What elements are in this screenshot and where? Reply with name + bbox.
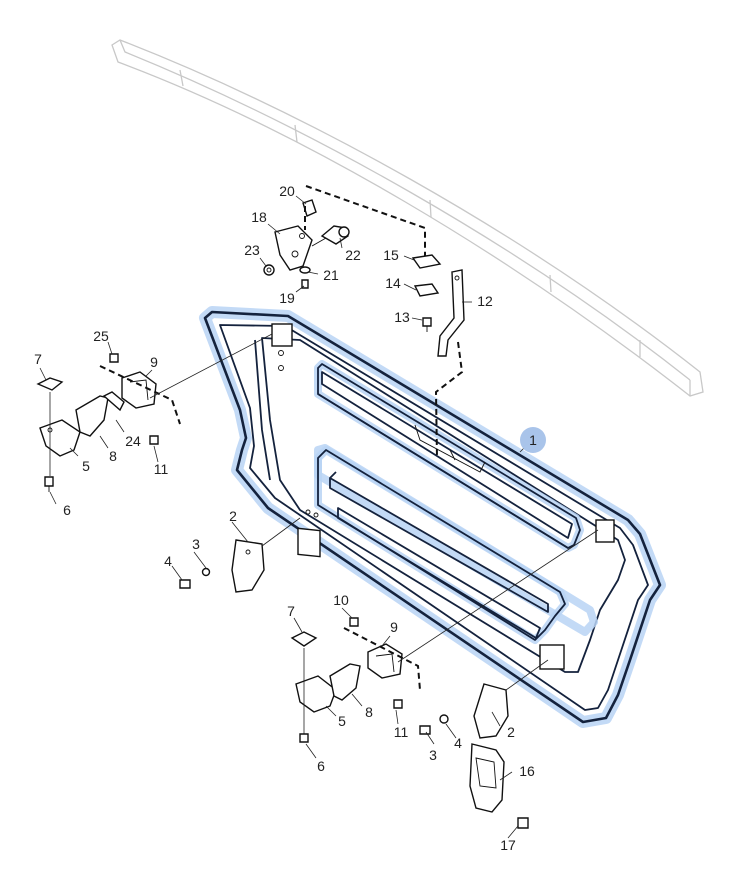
callout-19: 19	[279, 290, 295, 306]
washer-4-right[interactable]	[439, 714, 449, 724]
callout-7-lower: 7	[287, 603, 295, 619]
screw-13[interactable]	[422, 317, 432, 332]
door-panel[interactable]	[199, 306, 666, 728]
callout-14: 14	[385, 275, 401, 291]
callout-20: 20	[279, 183, 295, 199]
screw-4-left[interactable]	[179, 579, 191, 589]
callout-6-upper: 6	[63, 502, 71, 518]
hinge-pin-24-upper[interactable]	[102, 391, 125, 412]
callout-1: 1	[529, 432, 537, 448]
hinge-plate-7-upper[interactable]	[36, 377, 64, 391]
callout-15: 15	[383, 247, 399, 263]
screw-11-upper[interactable]	[149, 435, 159, 445]
dash-line-upper	[305, 185, 426, 258]
callout-24: 24	[125, 433, 141, 449]
screw-17[interactable]	[517, 817, 529, 829]
screw-11-lower[interactable]	[393, 699, 403, 709]
door-mount-pad-left	[297, 527, 321, 558]
callout-11-lower: 11	[394, 724, 409, 740]
callout-3-right: 3	[429, 747, 437, 763]
callout-5-upper: 5	[82, 458, 90, 474]
screw-25[interactable]	[109, 353, 119, 363]
callout-17: 17	[500, 837, 516, 853]
nut-23[interactable]	[263, 264, 275, 276]
callout-9-lower: 9	[390, 619, 398, 635]
washer-3-left[interactable]	[201, 567, 211, 577]
hinge-body-9-upper[interactable]	[121, 371, 157, 409]
door-hinge-pad-right	[595, 519, 615, 543]
latch-bracket-16[interactable]	[469, 743, 505, 813]
callout-25: 25	[93, 328, 109, 344]
bolt-6-upper[interactable]	[44, 476, 54, 492]
striker-22[interactable]	[311, 225, 350, 247]
leader-lines	[39, 195, 531, 839]
hinge-bracket-5-upper[interactable]	[39, 419, 81, 457]
callout-8-upper: 8	[109, 448, 117, 464]
hinge-body-9-lower[interactable]	[367, 643, 403, 679]
callout-4-left: 4	[164, 553, 172, 569]
hinge-bracket-5-lower[interactable]	[295, 675, 337, 713]
bracket-15[interactable]	[411, 254, 442, 269]
callout-11-upper: 11	[154, 461, 169, 477]
callout-18: 18	[251, 209, 267, 225]
callout-8-lower: 8	[365, 704, 373, 720]
callout-5-lower: 5	[338, 713, 346, 729]
callout-3-left: 3	[192, 536, 200, 552]
callout-4-right: 4	[454, 735, 462, 751]
callout-16: 16	[519, 763, 535, 779]
mount-bracket-2-right[interactable]	[473, 683, 509, 739]
hinge-arm-8-lower[interactable]	[329, 663, 361, 701]
callout-12: 12	[477, 293, 493, 309]
callout-badge-1	[520, 427, 546, 453]
callout-7-upper: 7	[34, 351, 42, 367]
dash-line-hinge-lower	[343, 627, 421, 691]
mount-bracket-2-left[interactable]	[231, 539, 265, 593]
upper-bracket-18[interactable]	[274, 225, 313, 271]
callout-10: 10	[333, 592, 349, 608]
washer-21[interactable]	[299, 266, 311, 274]
callout-23: 23	[244, 242, 260, 258]
callout-21: 21	[323, 267, 339, 283]
roof-beam	[111, 39, 704, 397]
screw-10[interactable]	[349, 617, 359, 627]
callout-9-upper: 9	[150, 354, 158, 370]
callout-22: 22	[345, 247, 361, 263]
callout-2-right: 2	[507, 724, 515, 740]
bracket-14[interactable]	[413, 283, 440, 297]
callout-2-left: 2	[229, 508, 237, 524]
hinge-plate-7-lower[interactable]	[290, 631, 318, 647]
strap-12[interactable]	[437, 269, 465, 357]
callout-6-lower: 6	[317, 758, 325, 774]
bolt-6-lower[interactable]	[299, 733, 309, 743]
dash-line-strap	[434, 341, 464, 459]
door-mount-pad-bottom	[539, 644, 565, 670]
callout-13: 13	[394, 309, 410, 325]
screw-3-right[interactable]	[419, 725, 431, 735]
hinge-arm-8-upper[interactable]	[75, 395, 109, 437]
door-hinge-pad-top	[271, 323, 293, 347]
